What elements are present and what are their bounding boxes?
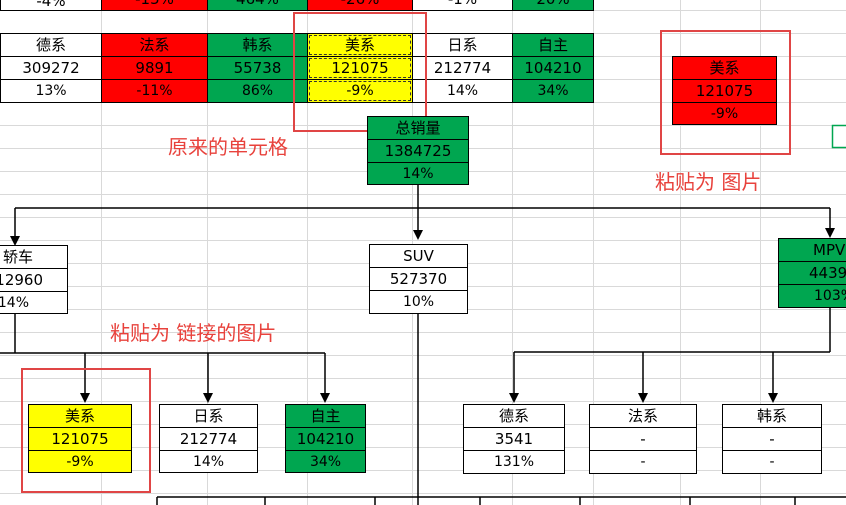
linked-picture-frame <box>21 368 151 493</box>
child-pct: - <box>589 450 697 474</box>
sedan-node[interactable]: 轿车 12960 14% <box>0 245 68 314</box>
total-label: 总销量 <box>367 116 469 140</box>
annotation-original-cell: 原来的单元格 <box>168 135 288 159</box>
sales-japanese[interactable]: 212774 <box>412 56 513 80</box>
growth-korean[interactable]: 86% <box>207 79 308 103</box>
suv-value: 527370 <box>369 267 468 291</box>
child-node-german[interactable]: 德系 3541 131% <box>463 404 565 474</box>
child-label: 自主 <box>285 404 366 428</box>
total-value: 1384725 <box>367 139 469 163</box>
sedan-label: 轿车 <box>0 245 68 269</box>
partial-cell[interactable]: -1% <box>412 0 513 11</box>
sedan-pct: 14% <box>0 291 68 314</box>
child-value: 212774 <box>159 427 258 451</box>
total-pct: 14% <box>367 162 469 185</box>
growth-domestic[interactable]: 34% <box>512 79 594 103</box>
child-node-japanese[interactable]: 日系 212774 14% <box>159 404 258 473</box>
header-french[interactable]: 法系 <box>101 33 208 57</box>
child-pct: 14% <box>159 450 258 473</box>
partial-cell[interactable]: -4% <box>0 0 102 11</box>
suv-label: SUV <box>369 244 468 268</box>
child-label: 美系 <box>28 404 132 428</box>
child-value: - <box>589 427 697 451</box>
child-label: 日系 <box>159 404 258 428</box>
annotation-paste-as-picture: 粘贴为 图片 <box>655 170 762 194</box>
growth-german[interactable]: 13% <box>0 79 102 103</box>
mpv-pct: 103% <box>778 284 846 308</box>
mpv-node[interactable]: MPV 44395 103% <box>778 238 846 308</box>
child-value: 104210 <box>285 427 366 451</box>
mpv-value: 44395 <box>778 261 846 285</box>
pasted-picture-value: 121075 <box>672 79 777 103</box>
header-domestic[interactable]: 自主 <box>512 33 594 57</box>
header-japanese[interactable]: 日系 <box>412 33 513 57</box>
growth-american[interactable]: -9% <box>307 79 413 103</box>
pasted-picture-frame <box>660 30 791 155</box>
child-pct: - <box>722 450 822 474</box>
tree-connectors <box>0 184 846 505</box>
sales-american[interactable]: 121075 <box>307 56 413 80</box>
pasted-picture[interactable]: 美系 121075 -9% <box>672 56 777 125</box>
arrowheads <box>10 228 835 403</box>
original-cell-frame <box>293 12 427 132</box>
sales-german[interactable]: 309272 <box>0 56 102 80</box>
suv-pct: 10% <box>369 290 468 314</box>
child-pct: 34% <box>285 450 366 473</box>
header-german[interactable]: 德系 <box>0 33 102 57</box>
region-table: 德系 法系 韩系 美系 日系 自主 309272 9891 55738 1210… <box>0 33 594 103</box>
child-value: 3541 <box>463 427 565 451</box>
partial-cell[interactable]: 464% <box>207 0 308 11</box>
partial-cell[interactable]: -15% <box>101 0 208 11</box>
child-pct: -9% <box>28 450 132 473</box>
pasted-picture-pct: -9% <box>672 102 777 125</box>
linked-picture-american[interactable]: 美系 121075 -9% <box>28 404 132 473</box>
sedan-value: 12960 <box>0 268 68 292</box>
child-node-korean[interactable]: 韩系 - - <box>722 404 822 474</box>
annotation-paste-as-linked-picture: 粘贴为 链接的图片 <box>110 321 277 345</box>
header-american[interactable]: 美系 <box>307 33 413 57</box>
partial-cell[interactable]: 20% <box>512 0 594 11</box>
mpv-label: MPV <box>778 238 846 262</box>
header-korean[interactable]: 韩系 <box>207 33 308 57</box>
total-node[interactable]: 总销量 1384725 14% <box>367 116 469 185</box>
child-value: 121075 <box>28 427 132 451</box>
child-node-domestic[interactable]: 自主 104210 34% <box>285 404 366 473</box>
pasted-picture-label: 美系 <box>672 56 777 80</box>
child-pct: 131% <box>463 450 565 474</box>
partial-cell[interactable]: -26% <box>307 0 413 11</box>
sales-french[interactable]: 9891 <box>101 56 208 80</box>
child-label: 德系 <box>463 404 565 428</box>
growth-japanese[interactable]: 14% <box>412 79 513 103</box>
child-node-french[interactable]: 法系 - - <box>589 404 697 474</box>
child-value: - <box>722 427 822 451</box>
growth-french[interactable]: -11% <box>101 79 208 103</box>
child-label: 法系 <box>589 404 697 428</box>
suv-node[interactable]: SUV 527370 10% <box>369 244 468 314</box>
top-partial-row: -4% -15% 464% -26% -1% 20% <box>0 0 594 11</box>
sales-domestic[interactable]: 104210 <box>512 56 594 80</box>
child-label: 韩系 <box>722 404 822 428</box>
